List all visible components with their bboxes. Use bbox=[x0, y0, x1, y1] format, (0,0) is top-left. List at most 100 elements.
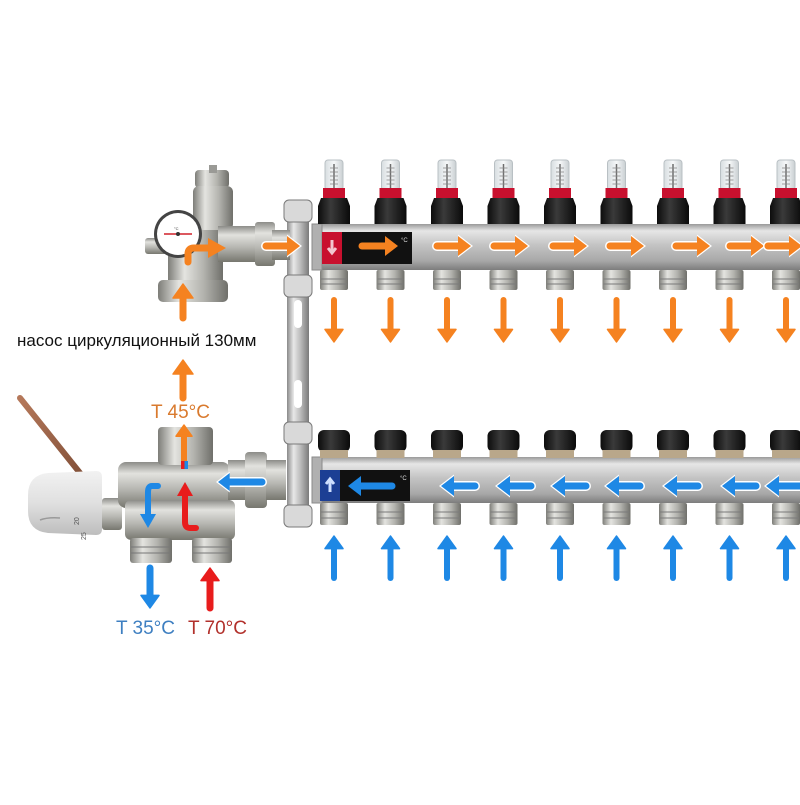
return-circuit-arrow bbox=[437, 535, 457, 581]
flowmeter bbox=[374, 159, 407, 224]
return-outlet-fitting bbox=[320, 503, 348, 525]
return-flow-arrow bbox=[495, 474, 536, 498]
return-circuit-arrow bbox=[550, 535, 570, 581]
tee-to-manifold-arrow bbox=[261, 234, 302, 258]
celsius-icon: °C bbox=[400, 476, 407, 482]
supply-circuit-arrow bbox=[380, 297, 401, 343]
return-flow-arrow bbox=[604, 474, 645, 498]
return-flow-arrow bbox=[720, 474, 761, 498]
supply-outlet-fitting bbox=[546, 270, 574, 290]
return-flow-arrow bbox=[764, 474, 800, 498]
flowmeter bbox=[770, 159, 800, 224]
return-outlet-fitting bbox=[715, 503, 744, 525]
return-circuit-arrow bbox=[719, 535, 740, 581]
supply-temperature-label: T 70°C bbox=[188, 618, 247, 639]
thermostat-scale-25: 25 bbox=[81, 532, 88, 540]
mix-temperature-label: T 45°C bbox=[151, 402, 210, 423]
return-outlet-fitting bbox=[376, 503, 405, 525]
flowmeter bbox=[600, 159, 633, 224]
supply-circuit-arrow bbox=[493, 297, 514, 343]
supply-circuit-arrow bbox=[663, 297, 683, 343]
supply-circuit-arrow bbox=[437, 297, 457, 343]
return-circuit-arrow bbox=[663, 535, 683, 581]
supply-outlet-fitting bbox=[602, 270, 631, 290]
return-to-valve-arrow bbox=[216, 471, 267, 493]
return-temperature-label: T 35°C bbox=[116, 618, 175, 639]
bypass-down-arrow bbox=[140, 483, 161, 528]
supply-label-badge: °C bbox=[322, 232, 412, 264]
valve-cap bbox=[374, 430, 407, 458]
supply-flowmeters bbox=[318, 159, 800, 224]
supply-outlet-fitting bbox=[320, 270, 348, 290]
supply-outlets bbox=[320, 270, 800, 290]
supply-flow-arrow bbox=[358, 236, 398, 256]
return-outlet-fitting bbox=[546, 503, 574, 525]
return-circuit-arrow bbox=[324, 535, 344, 581]
valve-cap bbox=[600, 430, 633, 458]
tee-elbow-arrow bbox=[184, 238, 226, 266]
valve-cap bbox=[713, 430, 746, 458]
mixing-valve: 20 25 bbox=[17, 395, 286, 563]
supply-outlet-fitting bbox=[772, 270, 800, 290]
supply-flow-arrow bbox=[671, 234, 712, 258]
down-arrow-icon bbox=[326, 240, 338, 256]
supply-outlet-fitting bbox=[489, 270, 518, 290]
return-outlet-fitting bbox=[772, 503, 800, 525]
supply-flow-arrow bbox=[548, 234, 589, 258]
supply-flow-arrow bbox=[605, 234, 646, 258]
flowmeter bbox=[713, 159, 746, 224]
flowmeter bbox=[487, 159, 520, 224]
valve-cap bbox=[544, 430, 576, 458]
return-outlet-fitting bbox=[602, 503, 631, 525]
return-circuit-arrow bbox=[606, 535, 627, 581]
return-flow-arrow bbox=[439, 474, 480, 498]
return-circuit-arrow bbox=[776, 535, 796, 581]
supply-from-boiler-arrow bbox=[200, 567, 220, 612]
mounting-bracket bbox=[283, 199, 313, 528]
supply-outlet-fitting bbox=[659, 270, 687, 290]
valve-cap bbox=[657, 430, 689, 458]
supply-outlet-fitting bbox=[376, 270, 405, 290]
supply-flow-arrow bbox=[763, 234, 800, 258]
supply-circuit-arrow bbox=[776, 297, 796, 343]
supply-outlet-fitting bbox=[715, 270, 744, 290]
return-flow-arrow bbox=[662, 474, 703, 498]
return-to-boiler-arrow bbox=[140, 564, 160, 609]
up-arrow-icon bbox=[324, 476, 336, 492]
valve-cap bbox=[487, 430, 520, 458]
supply-outlet-fitting bbox=[433, 270, 461, 290]
return-valve-caps bbox=[318, 430, 800, 458]
return-outlet-fitting bbox=[433, 503, 461, 525]
pump-inlet-arrow bbox=[172, 283, 194, 322]
flowmeter bbox=[431, 159, 463, 224]
pump-label: насос циркуляционный 130мм bbox=[17, 331, 257, 350]
flowmeter bbox=[657, 159, 689, 224]
return-outlet-fitting bbox=[659, 503, 687, 525]
flow-arrows bbox=[140, 234, 800, 612]
mix-indicator-red bbox=[181, 461, 185, 469]
return-circuit-arrow bbox=[493, 535, 514, 581]
flowmeter bbox=[544, 159, 576, 224]
valve-cap bbox=[770, 430, 800, 458]
return-circuit-arrow bbox=[380, 535, 401, 581]
celsius-icon: °C bbox=[401, 238, 408, 244]
return-outlet-fitting bbox=[489, 503, 518, 525]
mix-indicator-blue bbox=[184, 461, 188, 469]
supply-flow-arrow bbox=[725, 234, 766, 258]
flowmeter bbox=[318, 159, 350, 224]
valve-cap bbox=[318, 430, 350, 458]
thermostat-scale-20: 20 bbox=[74, 517, 81, 525]
valve-cap bbox=[431, 430, 463, 458]
return-flow-arrow bbox=[348, 476, 396, 496]
supply-circuit-arrow bbox=[719, 297, 740, 343]
boiler-supply-up-arrow bbox=[177, 482, 199, 531]
supply-circuit-arrow bbox=[550, 297, 570, 343]
supply-flow-arrow bbox=[432, 234, 473, 258]
return-flow-arrow bbox=[550, 474, 591, 498]
return-outlets bbox=[320, 503, 800, 525]
supply-circuit-arrow bbox=[606, 297, 627, 343]
supply-flow-arrow bbox=[489, 234, 530, 258]
mix-outlet-arrow bbox=[175, 424, 193, 465]
